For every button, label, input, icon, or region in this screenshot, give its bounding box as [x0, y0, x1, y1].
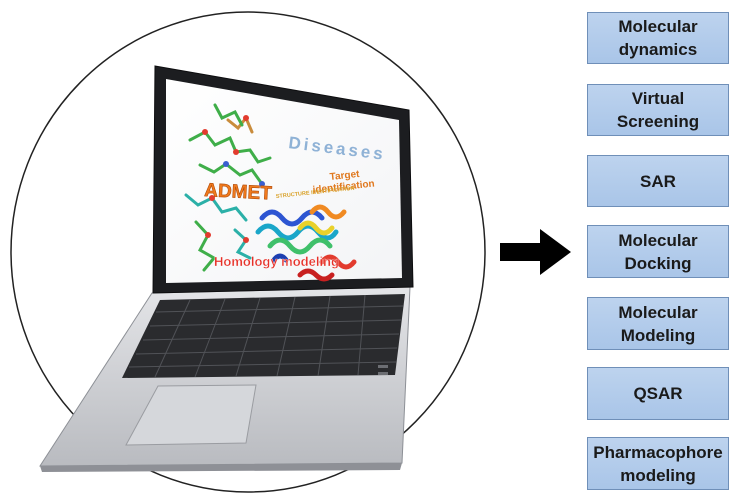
screen-label-admet: ADMET: [204, 180, 273, 205]
method-label: Molecular Docking: [618, 230, 698, 273]
laptop-screen: [166, 79, 402, 283]
screen-label-target-1: Target: [329, 169, 360, 183]
protein-ribbon: [255, 204, 357, 282]
method-label: SAR: [640, 171, 676, 191]
laptop-illustration: Diseases Target identification STRUCTURE…: [39, 65, 414, 472]
method-box-sar: SAR: [587, 155, 729, 207]
keyboard-keys: [128, 294, 404, 378]
method-box-qsar: QSAR: [587, 367, 729, 420]
trackpad: [125, 384, 257, 446]
method-label: QSAR: [633, 384, 683, 403]
right-arrow: [500, 229, 571, 275]
method-label: Molecular Modeling: [618, 302, 698, 345]
side-port: [378, 372, 388, 375]
molecule-atoms: [202, 115, 265, 243]
keyboard: [122, 294, 405, 378]
method-label: Pharmacophore modeling: [593, 442, 723, 485]
laptop-base-edge: [40, 463, 402, 472]
side-port: [378, 365, 388, 368]
method-box-pharmacophore-modeling: Pharmacophore modeling: [587, 437, 729, 490]
method-label: Virtual Screening: [616, 89, 700, 131]
method-label: Molecular dynamics: [618, 17, 698, 59]
method-box-molecular-dynamics: Molecular dynamics: [587, 12, 729, 64]
screen-label-homology: Homology modeling: [214, 254, 339, 269]
method-box-molecular-docking: Molecular Docking: [587, 225, 729, 278]
method-box-virtual-screening: Virtual Screening: [587, 84, 729, 136]
method-box-molecular-modeling: Molecular Modeling: [587, 297, 729, 350]
